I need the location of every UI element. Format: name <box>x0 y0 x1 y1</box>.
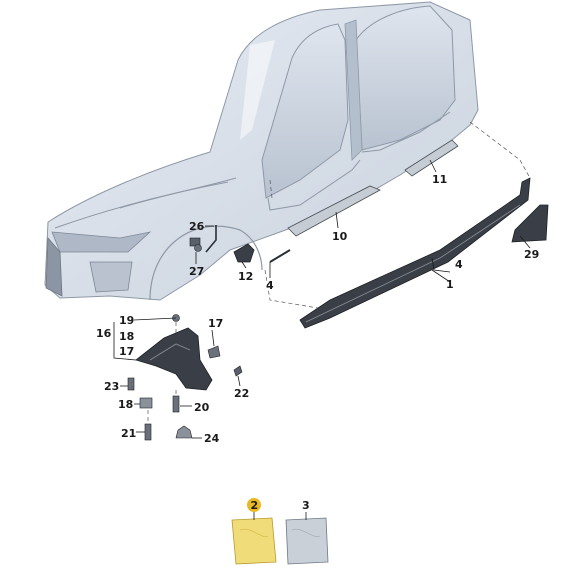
callout-3: 3 <box>302 499 310 512</box>
sill-trim-part-11 <box>404 139 459 177</box>
callout-18-bottom: 18 <box>118 398 133 411</box>
callout-1: 1 <box>446 278 454 291</box>
leader-lines <box>113 159 531 520</box>
car-body <box>44 1 479 301</box>
callout-2: 2 <box>251 499 259 512</box>
clip-part-26-27 <box>189 225 217 253</box>
end-cap-part-29 <box>511 204 549 243</box>
sill-trim-part-10 <box>269 179 381 237</box>
callout-21: 21 <box>121 427 136 440</box>
callout-20: 20 <box>194 401 210 414</box>
bracket-assembly <box>127 314 243 441</box>
callout-26: 26 <box>189 220 205 233</box>
bag-part-3 <box>285 517 329 565</box>
bag-part-2 <box>231 517 277 565</box>
callout-10: 10 <box>332 230 348 243</box>
callout-labels: 1 4 29 10 11 12 4 26 27 16 19 18 17 17 2… <box>96 173 539 512</box>
callout-29: 29 <box>524 248 539 261</box>
callout-19: 19 <box>119 314 134 327</box>
callout-16: 16 <box>96 327 112 340</box>
callout-17-left: 17 <box>119 345 134 358</box>
callout-4-sill: 4 <box>455 258 463 271</box>
callout-22: 22 <box>234 387 249 400</box>
rod-part-4 <box>269 249 291 263</box>
callout-2-highlight <box>247 498 261 512</box>
callout-18-top: 18 <box>119 330 134 343</box>
callout-23: 23 <box>104 380 119 393</box>
callout-4-rod: 4 <box>266 279 274 292</box>
callout-12: 12 <box>238 270 253 283</box>
callout-17-right: 17 <box>208 317 223 330</box>
side-sill-part <box>264 121 531 329</box>
bracket-part-12 <box>233 243 255 263</box>
callout-11: 11 <box>432 173 447 186</box>
callout-24: 24 <box>204 432 220 445</box>
callout-27: 27 <box>189 265 204 278</box>
